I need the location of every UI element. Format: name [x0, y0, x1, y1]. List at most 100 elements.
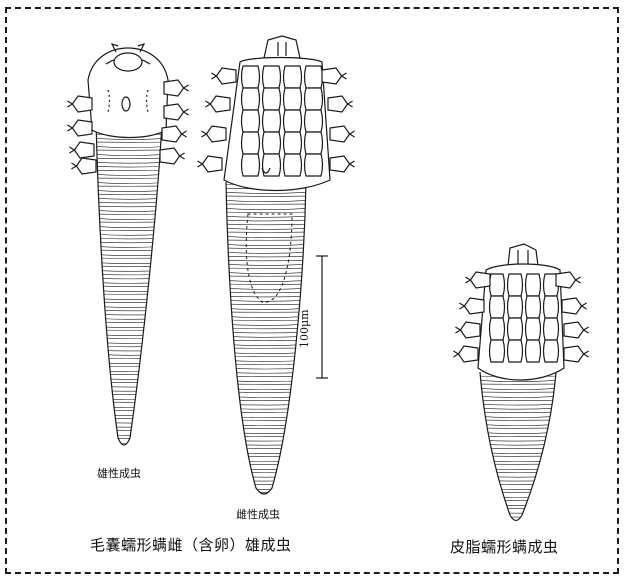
leg-claw — [583, 326, 589, 334]
leg-claw — [71, 162, 77, 170]
body-striation — [226, 191, 306, 194]
podosoma-plate — [240, 109, 261, 133]
body-striation — [226, 223, 306, 226]
podosoma-plate — [282, 65, 303, 89]
body-striation — [220, 496, 312, 498]
podosoma-plate — [240, 153, 261, 177]
leg-segment — [563, 321, 585, 339]
body-striation — [96, 165, 162, 168]
leg-claw — [67, 124, 73, 132]
leg-segment — [555, 271, 577, 289]
leg-claw — [181, 130, 187, 138]
leg-segment — [161, 125, 183, 143]
label-sebaceous-mite-group: 皮脂蠕形螨成虫 — [450, 538, 559, 556]
podosoma-plate — [488, 295, 506, 319]
leg-claw — [201, 130, 207, 138]
podosoma-plate — [524, 273, 542, 297]
leg-claw — [341, 72, 347, 80]
leg-segment — [329, 125, 351, 143]
leg-claw — [205, 100, 211, 108]
leg-segment — [329, 155, 351, 173]
body-striation — [96, 161, 162, 164]
body-striation — [96, 157, 162, 159]
podosoma-plate — [240, 131, 261, 155]
podosoma-plate — [303, 153, 324, 177]
body-striation — [480, 379, 556, 382]
leg-segment — [159, 147, 181, 165]
leg-segment — [215, 67, 237, 85]
podosoma-plate — [282, 109, 303, 133]
leg-claw — [349, 130, 355, 138]
body-striation — [226, 255, 306, 258]
leg-claw — [183, 108, 189, 116]
leg-claw — [211, 72, 217, 80]
body-striation — [96, 145, 162, 149]
leg-claw — [349, 160, 355, 168]
leg-segment — [75, 157, 97, 175]
podosoma-plate — [524, 317, 542, 341]
leg-segment — [163, 103, 185, 121]
podosoma-plate — [303, 65, 324, 89]
leg-segment — [469, 271, 491, 289]
scale-bar — [316, 255, 328, 379]
female-follicle-mite — [197, 35, 355, 498]
body-striation — [480, 387, 556, 391]
body-striation — [96, 137, 162, 140]
podosoma-plate — [282, 131, 303, 155]
leg-segment — [321, 67, 343, 85]
leg-segment — [209, 95, 231, 113]
podosoma-plate — [261, 87, 282, 111]
podosoma-plate — [542, 317, 560, 341]
leg-claw — [197, 160, 203, 168]
podosoma-plate — [282, 87, 303, 111]
podosoma-plate — [506, 273, 524, 297]
podosoma-plate — [524, 339, 542, 363]
leg-claw — [67, 100, 73, 108]
leg-segment — [457, 345, 479, 363]
podosoma-plate — [488, 339, 506, 363]
leg-claw — [581, 302, 587, 310]
leg-segment — [71, 119, 93, 137]
leg-claw — [459, 302, 465, 310]
leg-segment — [561, 297, 583, 315]
podosoma-plate — [303, 131, 324, 155]
leg-claw — [583, 350, 589, 358]
podosoma-plate — [261, 153, 282, 177]
leg-claw — [179, 152, 185, 160]
podosoma-plate — [542, 339, 560, 363]
label-female-adult: 雌性成虫 — [236, 508, 280, 521]
podosoma-plate — [506, 339, 524, 363]
leg-claw — [453, 350, 459, 358]
leg-segment — [201, 155, 223, 173]
leg-claw — [69, 146, 75, 154]
leg-claw — [183, 84, 189, 92]
body-striation — [226, 227, 306, 230]
leg-claw — [347, 100, 353, 108]
leg-claw — [455, 326, 461, 334]
podosoma-plate — [261, 65, 282, 89]
podosoma-plate — [524, 295, 542, 319]
podosoma-plate — [488, 317, 506, 341]
body-striation — [96, 441, 162, 445]
leg-segment — [327, 95, 349, 113]
podosoma-plate — [542, 295, 560, 319]
body-striation — [90, 450, 170, 452]
podosoma-plate — [282, 153, 303, 177]
scale-bar-label: 100μm — [298, 309, 311, 348]
podosoma-plate — [240, 87, 261, 111]
leg-claw — [465, 276, 471, 284]
podosoma-plate — [303, 109, 324, 133]
label-male-adult: 雄性成虫 — [97, 467, 141, 480]
dashed-border-frame — [5, 7, 619, 574]
body-striation — [226, 243, 306, 246]
leg-segment — [71, 95, 93, 113]
podosoma-plate — [506, 317, 524, 341]
body-striation — [226, 199, 306, 203]
label-follicle-mite-group: 毛囊蠕形螨雌（含卵）雄成虫 — [90, 536, 292, 554]
podosoma-plate — [240, 65, 261, 89]
body-striation — [226, 235, 306, 239]
podosoma-plate — [506, 295, 524, 319]
male-follicle-mite — [67, 42, 189, 452]
podosoma-plate — [303, 87, 324, 111]
